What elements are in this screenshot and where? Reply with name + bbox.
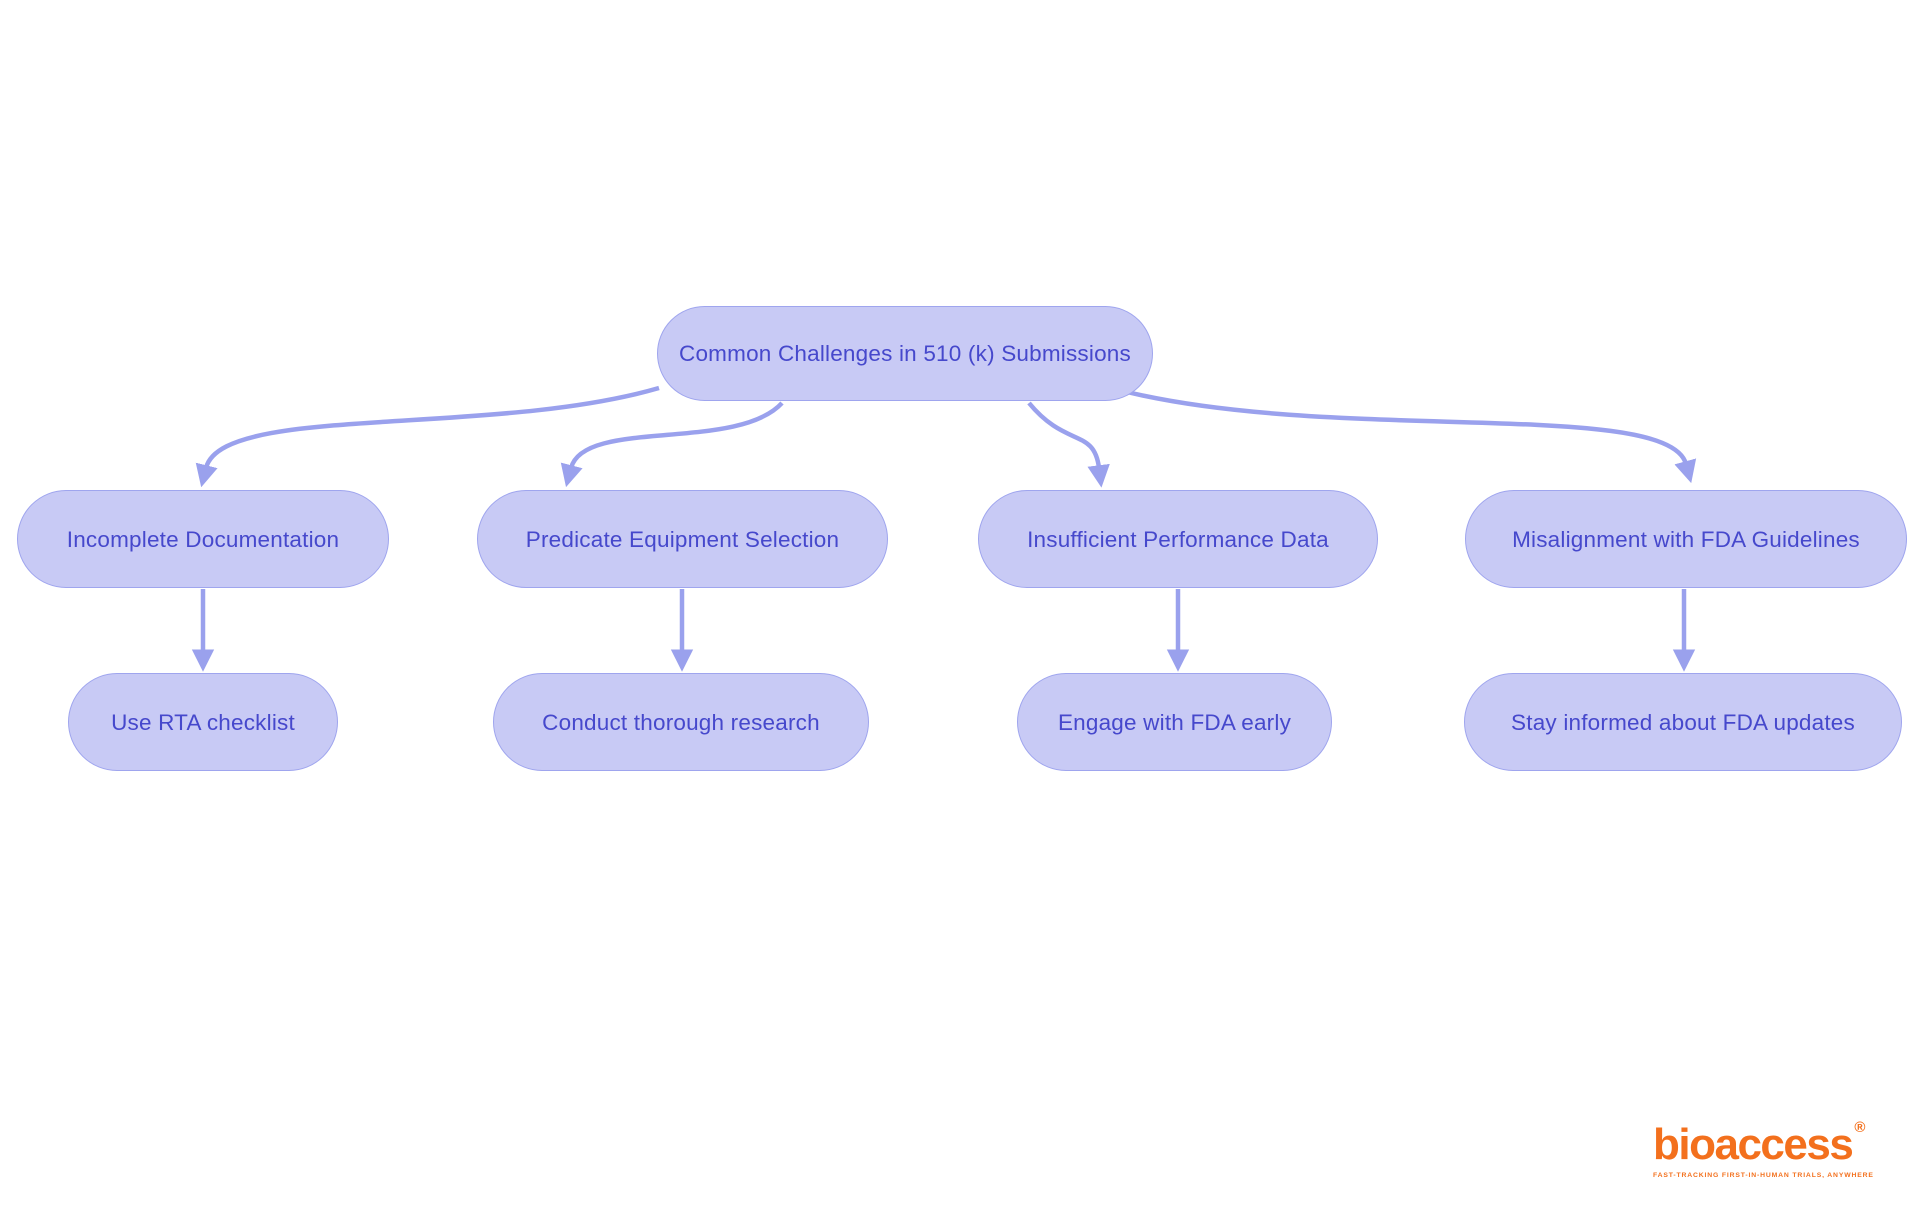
node-label: Misalignment with FDA Guidelines [1512,526,1860,552]
node-label: Use RTA checklist [111,709,295,735]
logo-wordmark: bioaccess® [1653,1119,1883,1169]
node-solution-1: Use RTA checklist [68,673,338,771]
arrow-root-to-challenge-1 [195,385,660,488]
bioaccess-logo: bioaccess® FAST-TRACKING FIRST-IN-HUMAN … [1653,1119,1883,1180]
node-solution-4: Stay informed about FDA updates [1464,673,1902,771]
node-label: Incomplete Documentation [66,526,340,552]
node-label: Conduct thorough research [542,709,820,735]
node-label: Stay informed about FDA updates [1511,709,1855,735]
node-label: Predicate Equipment Selection [525,526,840,552]
arrow-root-to-challenge-4 [1118,387,1697,484]
arrow-root-to-challenge-2 [560,401,784,488]
logo-text: bioaccess [1653,1120,1854,1169]
node-challenge-1: Incomplete Documentation [17,490,389,588]
node-challenge-2: Predicate Equipment Selection [477,490,888,588]
node-solution-2: Conduct thorough research [493,673,869,771]
node-solution-3: Engage with FDA early [1017,673,1332,771]
node-root: Common Challenges in 510 (k) Submissions [657,306,1153,401]
node-challenge-4: Misalignment with FDA Guidelines [1465,490,1907,588]
node-label: Engage with FDA early [1057,709,1292,735]
node-label: Insufficient Performance Data [1027,526,1329,552]
arrow-root-to-challenge-3 [1027,401,1110,488]
node-challenge-3: Insufficient Performance Data [978,490,1378,588]
registered-trademark-icon: ® [1854,1119,1866,1136]
logo-tagline: FAST-TRACKING FIRST-IN-HUMAN TRIALS, ANY… [1653,1172,1874,1180]
node-label: Common Challenges in 510 (k) Submissions [679,341,1131,366]
